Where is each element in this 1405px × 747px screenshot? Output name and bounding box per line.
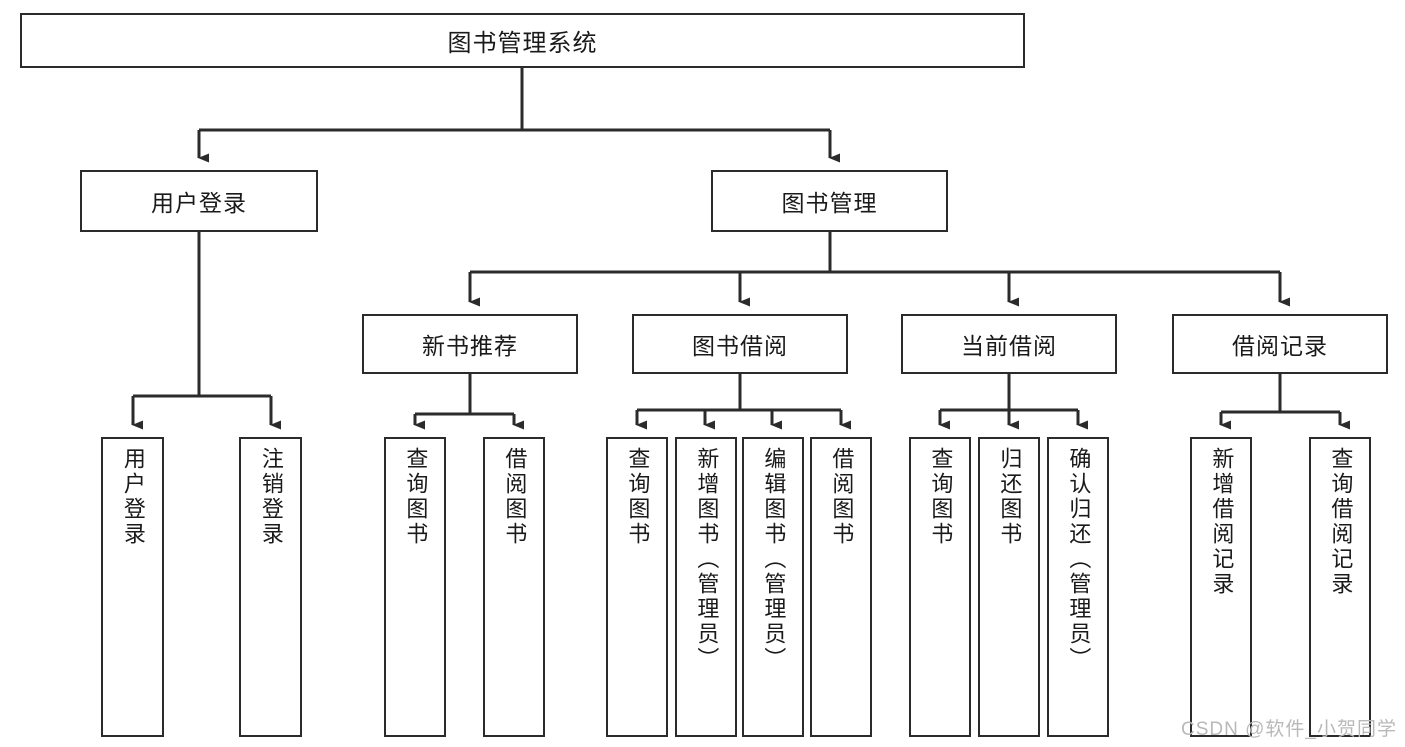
node-label: 编辑图书（管理员） — [761, 447, 787, 672]
leaf-record-add[interactable]: 新增借阅记录 — [1190, 437, 1252, 737]
leaf-current-query-book[interactable]: 查询图书 — [909, 437, 971, 737]
node-label: 注销登录 — [258, 447, 284, 547]
node-label: 查询借阅记录 — [1328, 447, 1354, 597]
csdn-watermark: CSDN @软件_小贺同学 — [1181, 719, 1397, 740]
node-new-book-recommend[interactable]: 新书推荐 — [362, 314, 578, 374]
node-label: 借阅记录 — [1232, 333, 1328, 359]
node-user-login[interactable]: 用户登录 — [80, 170, 318, 232]
node-book-management-system[interactable]: 图书管理系统 — [20, 13, 1025, 68]
node-label: 新增借阅记录 — [1209, 447, 1235, 597]
leaf-borrow-add-book[interactable]: 新增图书（管理员） — [675, 437, 737, 737]
node-label: 用户登录 — [120, 447, 146, 547]
leaf-user-login-login[interactable]: 用户登录 — [101, 437, 164, 737]
leaf-current-return-book[interactable]: 归还图书 — [978, 437, 1040, 737]
node-label: 归还图书 — [997, 447, 1023, 547]
node-label: 查询图书 — [625, 447, 651, 547]
leaf-user-login-logout[interactable]: 注销登录 — [239, 437, 302, 737]
node-label: 查询图书 — [403, 447, 429, 547]
leaf-borrow-edit-book[interactable]: 编辑图书（管理员） — [742, 437, 804, 737]
node-label: 借阅图书 — [829, 447, 855, 547]
node-label: 借阅图书 — [502, 447, 528, 547]
leaf-new-book-borrow[interactable]: 借阅图书 — [483, 437, 545, 737]
leaf-new-book-query[interactable]: 查询图书 — [384, 437, 446, 737]
leaf-borrow-query-book[interactable]: 查询图书 — [606, 437, 668, 737]
node-label: 图书借阅 — [692, 333, 788, 359]
node-borrow-record[interactable]: 借阅记录 — [1172, 314, 1388, 374]
node-label: 当前借阅 — [961, 333, 1057, 359]
node-label: 图书管理系统 — [447, 30, 598, 57]
node-label: 图书管理 — [781, 190, 878, 216]
node-book-management[interactable]: 图书管理 — [711, 170, 948, 232]
node-label: 新增图书（管理员） — [694, 447, 720, 672]
node-label: 查询图书 — [928, 447, 954, 547]
node-label: 新书推荐 — [422, 333, 518, 359]
leaf-current-confirm-return[interactable]: 确认归还（管理员） — [1047, 437, 1109, 737]
leaf-borrow-borrow-book[interactable]: 借阅图书 — [810, 437, 872, 737]
leaf-record-query[interactable]: 查询借阅记录 — [1309, 437, 1371, 737]
node-current-borrow[interactable]: 当前借阅 — [901, 314, 1117, 374]
node-label: 用户登录 — [151, 190, 247, 216]
node-book-borrow[interactable]: 图书借阅 — [632, 314, 848, 374]
node-label: 确认归还（管理员） — [1066, 447, 1092, 672]
